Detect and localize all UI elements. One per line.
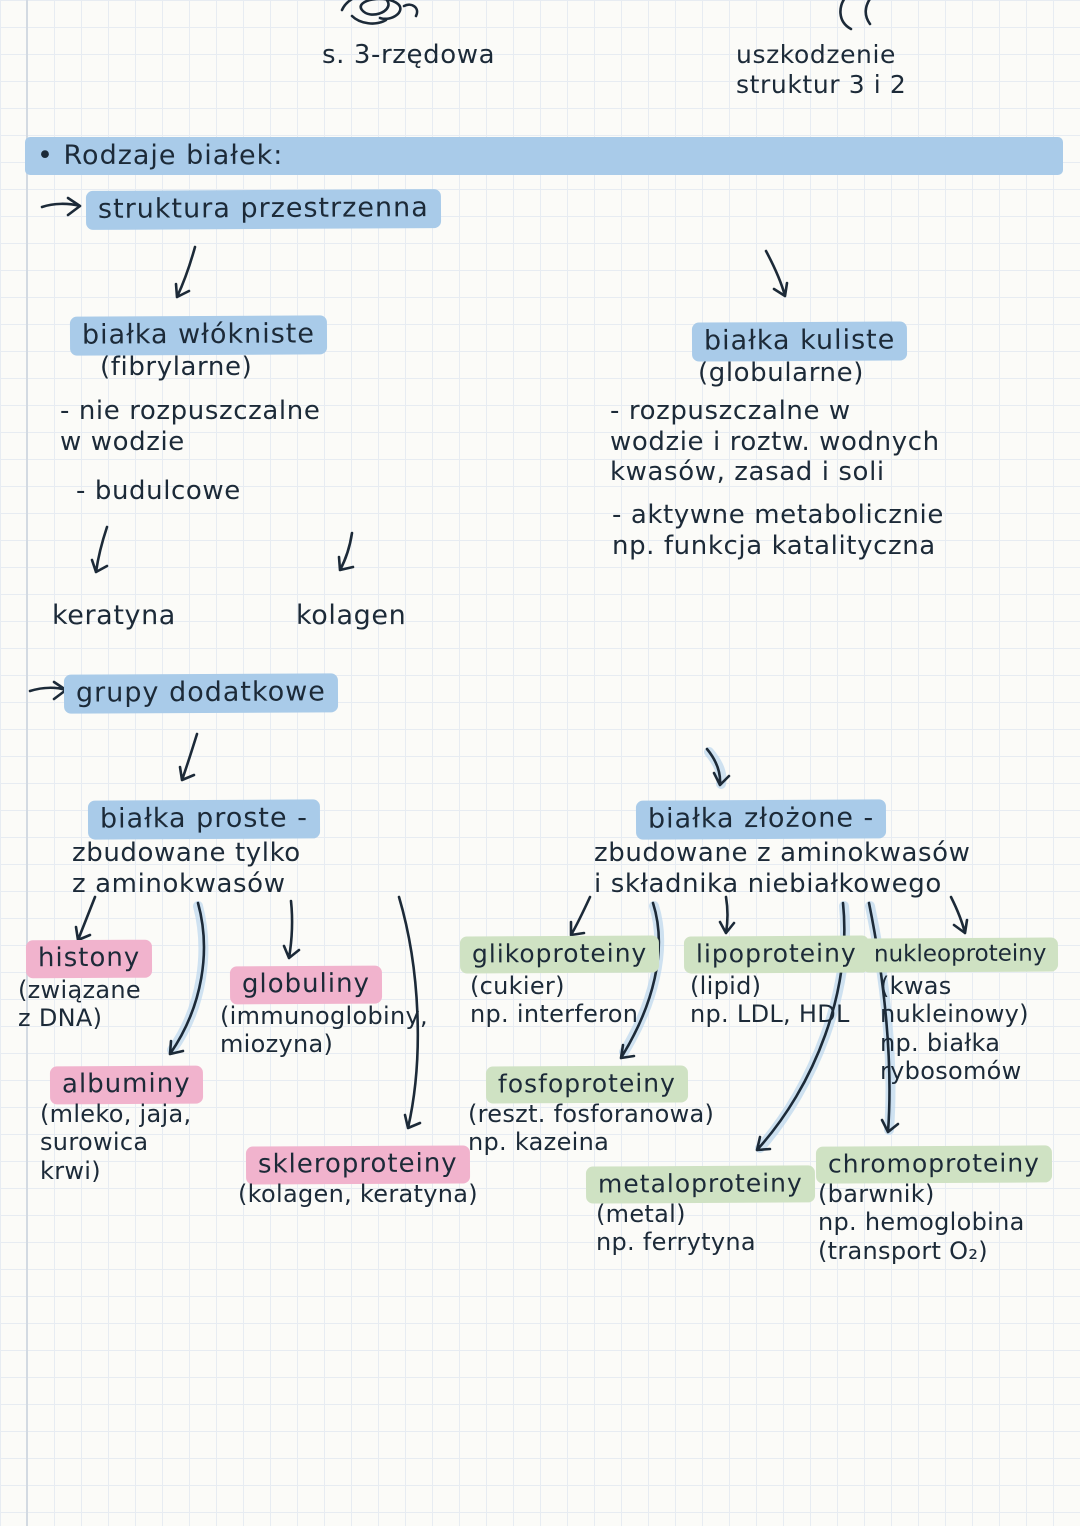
node-complex-proteins-title: białka złożone -	[635, 799, 887, 840]
node-globular-title: białka kuliste	[691, 321, 908, 362]
node-fibrous-subtitle: (fibrylarne)	[100, 352, 253, 382]
item-histony-name: histony	[25, 939, 153, 979]
fibrous-point-insoluble: - nie rozpuszczalne w wodzie	[60, 396, 321, 457]
arrow-to-globuliny	[282, 899, 301, 960]
protein-scribble-doodle	[340, 0, 419, 25]
globular-point-soluble: - rozpuszczalne w wodzie i roztw. wodnyc…	[610, 396, 940, 488]
item-metaloproteiny-name: metaloproteiny	[585, 1165, 815, 1204]
item-chromoproteiny-desc: (barwnik) np. hemoglobina (transport O₂)	[818, 1180, 1025, 1265]
node-globular-subtitle: (globularne)	[698, 358, 864, 388]
arrow-to-histony	[74, 895, 97, 942]
branch-label-additional-groups: grupy dodatkowe	[63, 673, 338, 714]
node-simple-proteins-subtitle: zbudowane tylko z aminokwasów	[72, 838, 301, 899]
item-glikoproteiny-name: glikoproteiny	[459, 935, 660, 974]
arrow-groups-label	[28, 680, 68, 701]
arrow-to-lipoproteiny	[718, 895, 736, 935]
arrow-to-kolagen	[337, 531, 355, 572]
arrow-to-keratyna	[90, 525, 109, 574]
item-skleroproteiny-desc: (kolagen, keratyna)	[238, 1180, 478, 1208]
item-chromoproteiny-name: chromoproteiny	[815, 1145, 1053, 1184]
arrow-to-albuminy	[168, 901, 206, 1056]
item-lipoproteiny-desc: (lipid) np. LDL, HDL	[690, 972, 850, 1029]
section-header-bar: • Rodzaje białek:	[25, 137, 1063, 175]
section-header-title: • Rodzaje białek:	[37, 140, 284, 171]
item-albuminy-desc: (mleko, jaja, surowica krwi)	[40, 1100, 192, 1185]
arrow-to-simple	[178, 732, 199, 782]
arrow-to-fibrous	[174, 245, 197, 299]
arrow-to-nukleoproteiny	[949, 895, 969, 935]
node-complex-proteins-subtitle: zbudowane z aminokwasów i składnika nieb…	[594, 838, 971, 899]
annotation-tertiary-structure: s. 3-rzędowa	[322, 40, 496, 70]
item-skleroproteiny-name: skleroproteiny	[245, 1145, 470, 1185]
arrow-to-globular	[764, 249, 789, 298]
fibrous-point-structural: - budulcowe	[76, 476, 241, 506]
globular-point-metabolic: - aktywne metabolicznie np. funkcja kata…	[612, 500, 944, 561]
item-globuliny-desc: (immunoglobiny, miozyna)	[220, 1002, 428, 1059]
item-fosfoproteiny-desc: (reszt. fosforanowa) np. kazeina	[468, 1100, 715, 1157]
item-histony-desc: (związane z DNA)	[18, 976, 141, 1033]
item-albuminy-name: albuminy	[49, 1065, 203, 1105]
branch-label-spatial-structure: struktura przestrzenna	[85, 189, 441, 230]
page-margin-line	[26, 0, 28, 1526]
curve-doodle	[839, 0, 872, 31]
item-lipoproteiny-name: lipoproteiny	[683, 935, 869, 974]
node-fibrous-title: białka włókniste	[69, 315, 328, 356]
leaf-kolagen: kolagen	[296, 600, 407, 631]
item-metaloproteiny-desc: (metal) np. ferrytyna	[596, 1200, 756, 1257]
item-fosfoproteiny-name: fosfoproteiny	[485, 1065, 688, 1104]
node-simple-proteins-title: białka proste -	[87, 799, 321, 840]
arrow-to-complex	[705, 747, 731, 787]
arrow-to-glikoproteiny	[569, 895, 592, 937]
item-nukleoproteiny-name: nukleoproteiny	[861, 937, 1059, 973]
annotation-structure-damage: uszkodzenie struktur 3 i 2	[736, 40, 907, 99]
item-nukleoproteiny-desc: (kwas nukleinowy) np. białka rybosomów	[880, 972, 1029, 1085]
leaf-keratyna: keratyna	[52, 600, 176, 631]
item-globuliny-name: globuliny	[229, 965, 383, 1005]
item-glikoproteiny-desc: (cukier) np. interferon	[470, 972, 639, 1029]
arrow-spatial-label	[40, 196, 82, 217]
